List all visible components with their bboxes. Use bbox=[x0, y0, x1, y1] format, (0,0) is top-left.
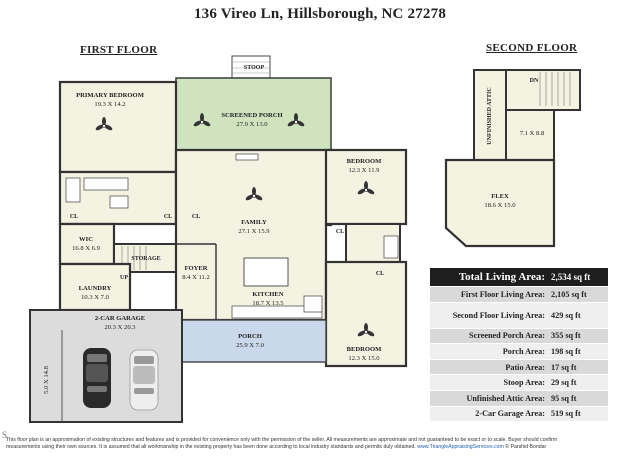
kitchen-label: KITCHEN bbox=[252, 291, 283, 298]
area-row: Patio Area: 17 sq ft bbox=[430, 359, 608, 376]
area-row: Stoop Area: 29 sq ft bbox=[430, 374, 608, 391]
unfinished-attic-label: UNFINISHED ATTIC bbox=[487, 87, 493, 144]
disclaimer-line-1: This floor plan is an approximation of e… bbox=[6, 437, 558, 443]
car-light-icon bbox=[129, 349, 159, 411]
wic-area bbox=[58, 222, 116, 266]
area-row-value: 429 sq ft bbox=[548, 302, 608, 329]
car-dark-icon bbox=[83, 348, 111, 408]
total-living-area-row: Total Living Area: 2,534 sq ft bbox=[430, 268, 608, 287]
bedroom-bottom-area bbox=[324, 260, 408, 368]
area-row-label: Unfinished Attic Area: bbox=[430, 390, 548, 407]
stair-landing-area bbox=[505, 69, 581, 111]
logo-mark: S bbox=[2, 430, 8, 440]
stair-treads bbox=[539, 72, 571, 106]
area-row: Unfinished Attic Area: 95 sq ft bbox=[430, 390, 608, 407]
area-summary-table: Total Living Area: 2,534 sq ft First Flo… bbox=[430, 268, 608, 423]
wic-dim: 16.8 X 6.9 bbox=[72, 245, 101, 252]
garage-dim: 20.3 X 20.3 bbox=[104, 324, 136, 331]
laundry-area bbox=[58, 262, 132, 312]
kitchen-island bbox=[243, 257, 289, 287]
flex-dim: 18.6 X 15.0 bbox=[484, 202, 516, 209]
second-floor-title: SECOND FLOOR bbox=[486, 42, 578, 54]
closet-label: CL bbox=[70, 214, 78, 220]
area-row-value: 29 sq ft bbox=[548, 374, 608, 391]
kitchen-dim: 18.7 X 13.5 bbox=[252, 300, 284, 307]
website-link[interactable]: www.TriangleAppraisingServices.com bbox=[417, 444, 504, 450]
area-row: First Floor Living Area: 2,105 sq ft bbox=[430, 286, 608, 303]
flex-area bbox=[444, 158, 556, 248]
porch-label: PORCH bbox=[238, 333, 263, 340]
closet-label: CL bbox=[376, 271, 384, 277]
fireplace bbox=[235, 153, 259, 161]
screened-porch-dim: 27.9 X 13.0 bbox=[236, 121, 268, 128]
area-row-label: Patio Area: bbox=[430, 359, 548, 376]
foyer-label: FOYER bbox=[184, 265, 207, 272]
closet-label: CL bbox=[164, 214, 172, 220]
flex-label: FLEX bbox=[491, 193, 509, 200]
porch-area bbox=[181, 319, 327, 363]
plan-title: 136 Vireo Ln, Hillsborough, NC 27278 bbox=[193, 6, 447, 22]
foyer-dim: 8.4 X 11.2 bbox=[182, 274, 210, 281]
bedroom-bottom-label: BEDROOM bbox=[347, 346, 383, 353]
stair-treads bbox=[121, 246, 147, 270]
unfinished-attic-area bbox=[473, 69, 507, 161]
tub bbox=[109, 195, 129, 209]
closet-label: CL bbox=[192, 214, 200, 220]
porch-dim: 25.9 X 7.0 bbox=[236, 342, 265, 349]
vanity bbox=[83, 177, 129, 191]
area-row-value: 2,105 sq ft bbox=[548, 286, 608, 303]
area-row-value: 95 sq ft bbox=[548, 390, 608, 407]
primary-bedroom-label: PRIMARY BEDROOM bbox=[76, 92, 145, 99]
screened-porch-label: SCREENED PORCH bbox=[221, 112, 283, 119]
range bbox=[303, 295, 323, 313]
garage-side-dim: 5.0 X 14.8 bbox=[43, 365, 50, 394]
area-row-label: First Floor Living Area: bbox=[430, 286, 548, 303]
first-floor-title: FIRST FLOOR bbox=[80, 44, 158, 56]
area-row-value: 519 sq ft bbox=[548, 406, 608, 423]
storage-label: STORAGE bbox=[131, 256, 160, 262]
bedroom-bottom-dim: 12.3 X 15.0 bbox=[348, 355, 380, 362]
total-living-area-label: Total Living Area: bbox=[430, 268, 548, 287]
stoop-label: STOOP bbox=[244, 65, 265, 71]
garage-label: 2-CAR GARAGE bbox=[95, 315, 146, 322]
shower bbox=[65, 177, 81, 203]
landing-dim: 7.1 X 8.8 bbox=[520, 130, 545, 137]
stair-up-label: UP bbox=[120, 275, 128, 281]
area-row-value: 17 sq ft bbox=[548, 359, 608, 376]
disclaimer-line-2: measurements using their own sources. It… bbox=[6, 444, 416, 450]
area-row-value: 198 sq ft bbox=[548, 343, 608, 360]
wic-label: WIC bbox=[79, 236, 93, 243]
total-living-area-value: 2,534 sq ft bbox=[548, 268, 608, 287]
primary-bedroom-dim: 19.3 X 14.2 bbox=[94, 101, 125, 108]
area-row: 2-Car Garage Area: 519 sq ft bbox=[430, 406, 608, 423]
bedroom-top-label: BEDROOM bbox=[347, 158, 383, 165]
area-row-label: 2-Car Garage Area: bbox=[430, 406, 548, 423]
family-dim: 27.1 X 15.9 bbox=[238, 228, 270, 235]
area-row-label: Second Floor Living Area: bbox=[430, 302, 548, 329]
family-label: FAMILY bbox=[241, 219, 267, 226]
copyright: © Parshid Bondar bbox=[505, 444, 547, 450]
closet-label: CL bbox=[336, 229, 344, 235]
laundry-label: LAUNDRY bbox=[79, 285, 112, 292]
area-row: Screened Porch Area: 355 sq ft bbox=[430, 328, 608, 345]
laundry-dim: 10.3 X 7.0 bbox=[81, 294, 110, 301]
area-row: Porch Area: 198 sq ft bbox=[430, 343, 608, 360]
area-row-label: Screened Porch Area: bbox=[430, 328, 548, 345]
stair-down-label: DN bbox=[530, 78, 539, 84]
disclaimer: This floor plan is an approximation of e… bbox=[6, 437, 634, 451]
area-row: Second Floor Living Area: 429 sq ft bbox=[430, 302, 608, 329]
area-row-value: 355 sq ft bbox=[548, 328, 608, 345]
primary-bedroom-area bbox=[58, 80, 178, 174]
area-row-label: Stoop Area: bbox=[430, 374, 548, 391]
area-row-label: Porch Area: bbox=[430, 343, 548, 360]
bedroom-top-dim: 12.3 X 11.9 bbox=[349, 167, 381, 174]
